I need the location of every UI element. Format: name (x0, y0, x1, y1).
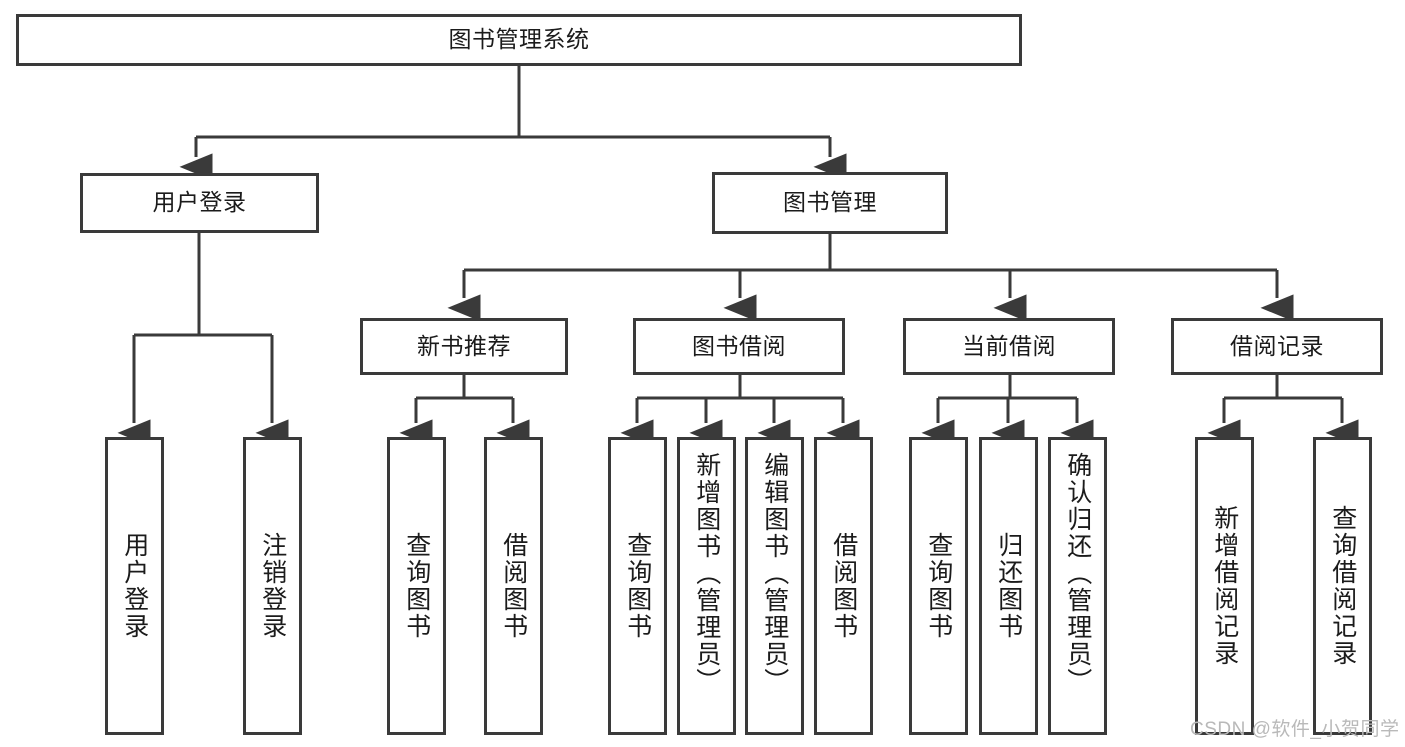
leaf-borrow-book-1[interactable]: 借阅图书 (484, 437, 543, 735)
node-book-manage-label: 图书管理 (783, 189, 877, 216)
node-borrow-record-label: 借阅记录 (1230, 332, 1324, 359)
leaf-edit-book[interactable]: 编辑图书（管理员） (745, 437, 804, 735)
leaf-query-book-2[interactable]: 查询图书 (608, 437, 667, 735)
node-root-label: 图书管理系统 (448, 26, 590, 53)
leaf-user-login-label: 用户登录 (120, 532, 149, 640)
leaf-return-book-label: 归还图书 (994, 532, 1023, 640)
node-book-manage[interactable]: 图书管理 (712, 172, 948, 234)
leaf-add-record-label: 新增借阅记录 (1210, 505, 1239, 667)
leaf-return-book[interactable]: 归还图书 (979, 437, 1038, 735)
leaf-add-book-label: 新增图书（管理员） (692, 452, 721, 695)
leaf-add-book[interactable]: 新增图书（管理员） (677, 437, 736, 735)
leaf-query-book-2-label: 查询图书 (623, 532, 652, 640)
leaf-query-book-3-label: 查询图书 (924, 532, 953, 640)
node-user-login[interactable]: 用户登录 (80, 173, 319, 233)
leaf-add-record[interactable]: 新增借阅记录 (1195, 437, 1254, 735)
node-new-book-recommend-label: 新书推荐 (417, 332, 511, 359)
leaf-edit-book-label: 编辑图书（管理员） (760, 452, 789, 695)
node-book-borrow[interactable]: 图书借阅 (633, 318, 845, 375)
node-new-book-recommend[interactable]: 新书推荐 (360, 318, 568, 375)
leaf-borrow-book-1-label: 借阅图书 (499, 532, 528, 640)
watermark: CSDN @软件_小贺同学 (1190, 719, 1400, 740)
leaf-query-book-1-label: 查询图书 (402, 532, 431, 640)
leaf-query-book-3[interactable]: 查询图书 (909, 437, 968, 735)
node-user-login-label: 用户登录 (152, 189, 247, 216)
leaf-logout-login[interactable]: 注销登录 (243, 437, 302, 735)
leaf-borrow-book-2-label: 借阅图书 (829, 532, 858, 640)
leaf-logout-login-label: 注销登录 (258, 532, 287, 640)
leaf-borrow-book-2[interactable]: 借阅图书 (814, 437, 873, 735)
leaf-confirm-return[interactable]: 确认归还（管理员） (1048, 437, 1107, 735)
node-current-borrow-label: 当前借阅 (962, 332, 1056, 359)
leaf-query-record[interactable]: 查询借阅记录 (1313, 437, 1372, 735)
leaf-query-book-1[interactable]: 查询图书 (387, 437, 446, 735)
node-current-borrow[interactable]: 当前借阅 (903, 318, 1115, 375)
leaf-user-login[interactable]: 用户登录 (105, 437, 164, 735)
leaf-confirm-return-label: 确认归还（管理员） (1063, 452, 1092, 695)
node-book-borrow-label: 图书借阅 (692, 332, 786, 359)
node-root[interactable]: 图书管理系统 (16, 14, 1022, 66)
leaf-query-record-label: 查询借阅记录 (1328, 505, 1357, 667)
node-borrow-record[interactable]: 借阅记录 (1171, 318, 1383, 375)
